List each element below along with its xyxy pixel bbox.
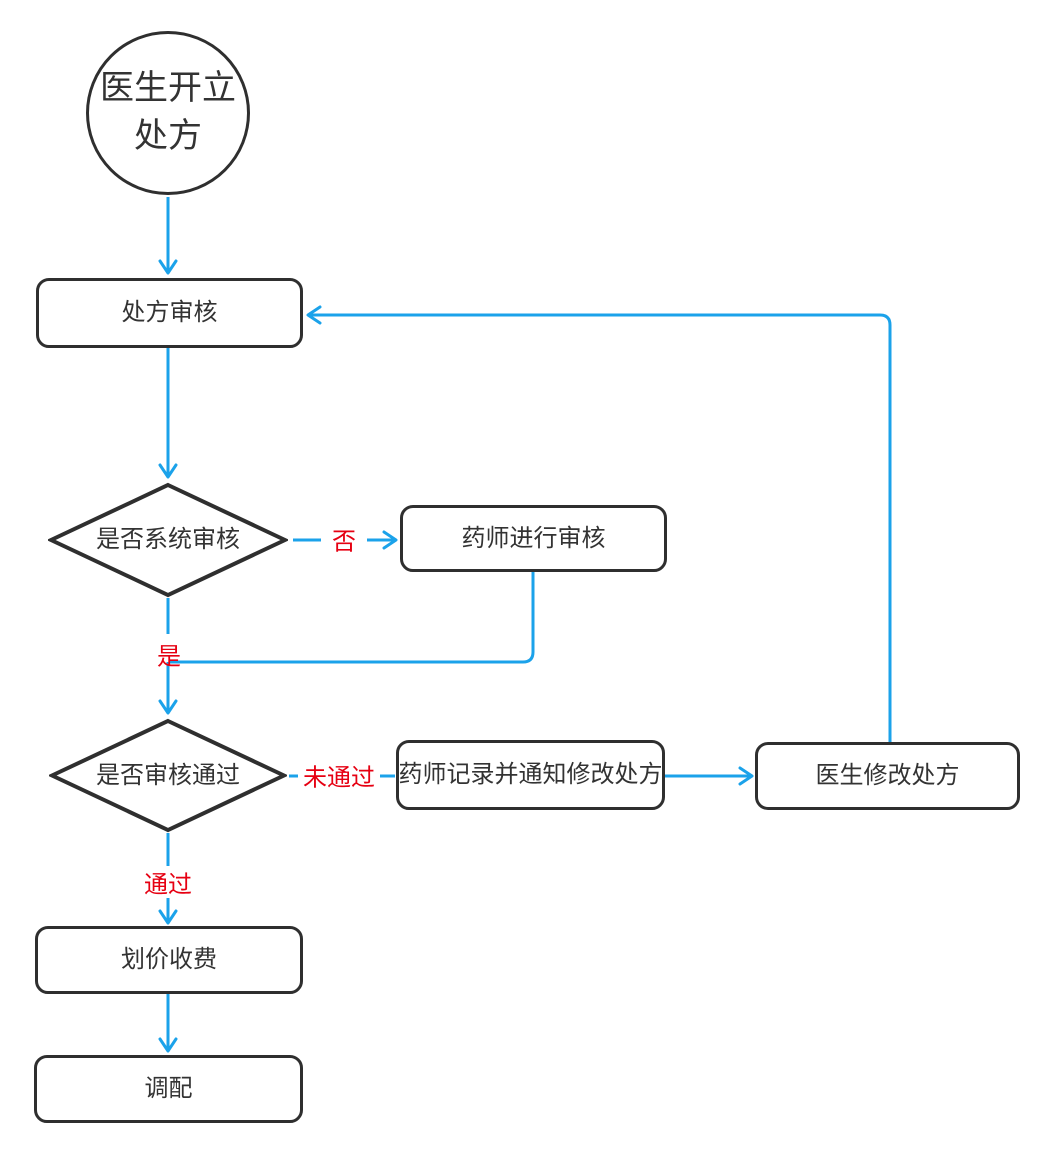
- node-label: 是否审核通过: [96, 760, 240, 789]
- node-label: 划价收费: [121, 945, 217, 974]
- node-label: 医生修改处方: [815, 761, 960, 790]
- node-label: 药师进行审核: [461, 523, 606, 552]
- node-prescription-review: 处方审核: [36, 278, 303, 348]
- edge-label-not-passed: 未通过: [303, 763, 375, 792]
- node-label: 调配: [144, 1074, 193, 1103]
- node-doctor-modify: 医生修改处方: [755, 742, 1020, 810]
- edge-label-yes: 是: [157, 642, 181, 671]
- node-label: 药师记录并通知修改处方: [398, 760, 663, 789]
- node-dispense: 调配: [34, 1055, 303, 1123]
- edge-pharmacist-review-join: [170, 572, 535, 664]
- node-label: 医生开立处方: [100, 68, 236, 156]
- node-doctor-prescribes: 医生开立处方: [86, 31, 250, 195]
- node-label: 是否系统审核: [96, 525, 240, 554]
- edge-label-passed: 通过: [144, 870, 192, 899]
- edge-doctor-modify-loop-to-review: [306, 305, 892, 742]
- edge-label-no: 否: [332, 527, 356, 556]
- node-label: 处方审核: [121, 298, 218, 327]
- node-decision-review-passed: 是否审核通过: [49, 718, 287, 833]
- diamond-shape: [48, 482, 288, 598]
- diamond-shape: [49, 718, 287, 833]
- node-pricing-charge: 划价收费: [35, 926, 303, 994]
- node-pharmacist-review: 药师进行审核: [400, 505, 667, 572]
- node-record-and-notify: 药师记录并通知修改处方: [396, 740, 665, 810]
- node-decision-system-review: 是否系统审核: [48, 482, 288, 598]
